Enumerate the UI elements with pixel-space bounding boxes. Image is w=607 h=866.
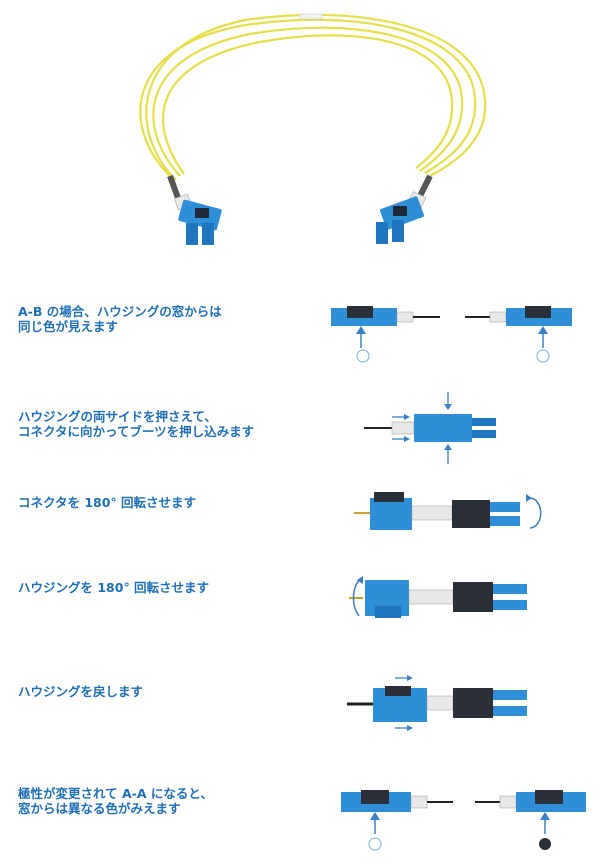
step-1-figure	[331, 306, 572, 363]
step-3-figure	[354, 492, 542, 530]
step-2-figure	[364, 392, 496, 464]
step-6-text: 極性が変更されて A-A になると、 窓からは異なる色がみえます	[18, 786, 213, 816]
step-3-text: コネクタを 180° 回転させます	[18, 495, 197, 510]
step-5-figure	[347, 675, 527, 731]
step-6-figure	[341, 790, 586, 851]
step-1-text: A-B の場合、ハウジングの窓からは 同じ色が見えます	[18, 304, 222, 334]
step-5-text: ハウジングを戻します	[18, 684, 144, 699]
step-2-text: ハウジングの両サイドを押さえて、 コネクタに向かってブーツを押し込みます	[18, 409, 255, 439]
fiber-patch-cable-image	[139, 13, 487, 245]
step-4-text: ハウジングを 180° 回転させます	[18, 580, 210, 595]
step-4-figure	[349, 576, 527, 618]
